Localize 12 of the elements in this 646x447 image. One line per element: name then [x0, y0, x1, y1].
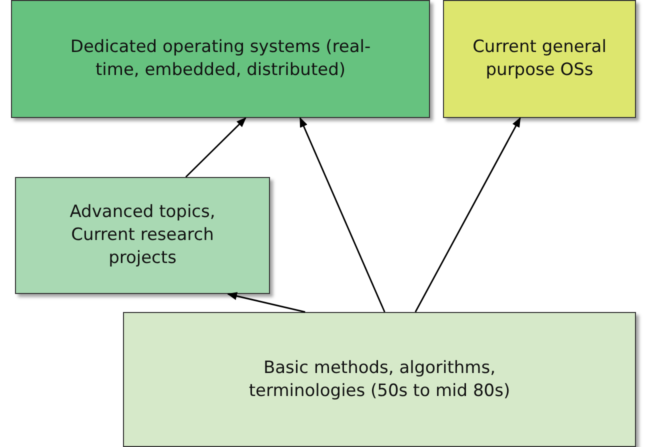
arrow [185, 117, 246, 178]
arrow [414, 117, 521, 312]
box-label: Basic methods, algorithms, terminologies (50s to mid 80s) [248, 356, 512, 402]
topic-box [11, 0, 430, 118]
topic-box [123, 312, 636, 447]
topic-box [443, 0, 636, 118]
box-label: Dedicated operating systems (real-time, embedded, distributed) [69, 36, 372, 82]
box-label: Advanced topics, Current research projects [68, 201, 216, 270]
topic-box [15, 177, 270, 294]
arrow [226, 292, 306, 313]
arrow [299, 117, 386, 312]
box-label: Current general purpose OSs [472, 36, 608, 82]
